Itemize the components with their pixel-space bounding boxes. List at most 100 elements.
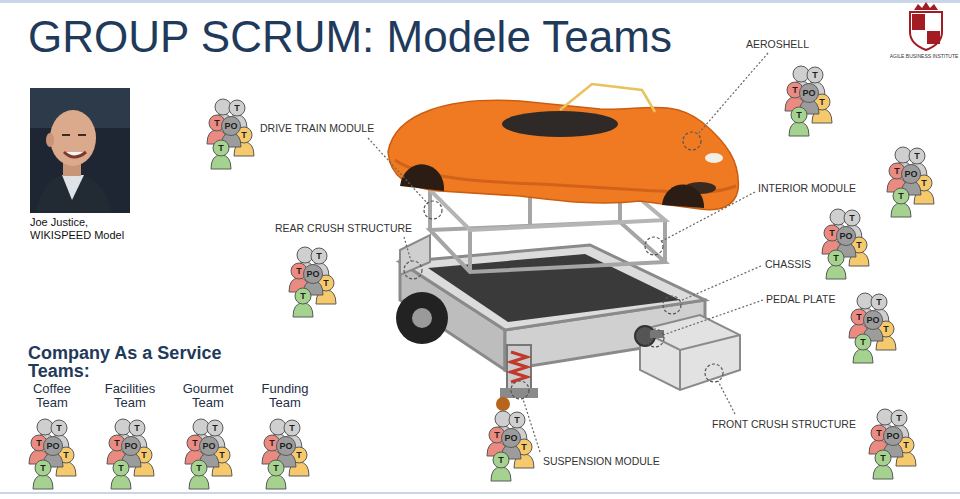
role-letter: T [212, 423, 218, 433]
windshield [560, 84, 655, 112]
team-member-icon [111, 460, 131, 489]
member-body [853, 349, 873, 363]
focus-circles [404, 132, 723, 399]
part-label: PEDAL PLATE [766, 293, 835, 306]
part-label: DRIVE TRAIN MODULE [260, 122, 374, 135]
team-member-icon [189, 460, 209, 489]
role-letter: PO [306, 269, 319, 279]
team-member-icon [853, 334, 873, 363]
pedal-plate [650, 330, 664, 338]
role-letter: T [833, 253, 839, 263]
role-letter: T [300, 291, 306, 301]
member-head [222, 117, 241, 136]
focus-circle [645, 237, 663, 255]
role-letter: T [118, 463, 124, 473]
member-head [837, 227, 856, 246]
role-letter: T [812, 70, 818, 80]
member-head [295, 288, 311, 304]
focus-circle [663, 296, 681, 314]
top-rule [0, 0, 960, 3]
photo-eyes [62, 134, 86, 136]
section-heading: Company As a Service Teams: [28, 344, 256, 380]
wheel-arch [400, 164, 444, 191]
role-letter: T [894, 166, 900, 176]
part-label: FRONT CRUSH STRUCTURE [712, 418, 856, 431]
cockpit [502, 111, 618, 137]
role-letter: PO [279, 441, 292, 451]
role-letter: T [494, 430, 500, 440]
role-letter: T [880, 453, 886, 463]
logo-crown [914, 2, 938, 10]
member-body [491, 467, 511, 481]
role-letter: PO [839, 231, 852, 241]
role-letter: T [876, 297, 882, 307]
crush-box [640, 315, 740, 390]
member-head [35, 460, 51, 476]
logo-outline [910, 12, 942, 50]
member-head [884, 427, 903, 446]
photo-jacket [36, 172, 112, 213]
member-head [855, 334, 871, 350]
member-head [268, 460, 284, 476]
member-body [293, 303, 313, 317]
suspension-spring [511, 352, 527, 382]
suspension-base [500, 388, 538, 398]
member-head [191, 460, 207, 476]
member-head [129, 420, 145, 436]
team-member-icon [789, 107, 809, 136]
aeroshell [388, 100, 738, 209]
member-head [800, 84, 819, 103]
member-head [304, 265, 323, 284]
role-letter: T [219, 450, 225, 460]
role-letter: T [192, 438, 198, 448]
role-letter: T [36, 438, 42, 448]
member-head [891, 410, 907, 426]
leader-line [718, 381, 735, 414]
member-head [229, 100, 245, 116]
role-letter: T [218, 143, 224, 153]
member-head [502, 429, 521, 448]
role-letter: T [914, 151, 920, 161]
team-name: Funding Team [253, 382, 317, 410]
wheel [396, 292, 448, 344]
role-letter: T [903, 440, 909, 450]
member-head [200, 437, 219, 456]
team-member-icon [826, 250, 846, 279]
photo-ear [46, 133, 54, 147]
role-letter: T [296, 266, 302, 276]
role-letter: PO [504, 433, 517, 443]
member-head [871, 294, 887, 310]
leader-line [368, 138, 428, 204]
part-label: REAR CRUSH STRUCTURE [275, 222, 412, 235]
leader-line [662, 192, 755, 241]
role-letter: T [56, 423, 62, 433]
role-letter: T [498, 455, 504, 465]
team-member-icon [891, 188, 911, 217]
member-head [791, 107, 807, 123]
rear-crush-box [400, 235, 430, 275]
member-head [44, 437, 63, 456]
photo-shirt [62, 175, 84, 200]
leader-line [404, 237, 411, 261]
role-letter: PO [886, 431, 899, 441]
slide-title: GROUP SCRUM: Modele Teams [28, 12, 672, 62]
part-label: AEROSHELL [746, 38, 809, 51]
team-member-icon [873, 450, 893, 479]
photo-ground [30, 88, 130, 213]
member-head [509, 412, 525, 428]
member-head [909, 148, 925, 164]
member-head [828, 250, 844, 266]
member-head [213, 140, 229, 156]
role-letter: T [214, 118, 220, 128]
logo-text: AGILE BUSINESS INSTITUTE [886, 53, 960, 59]
leader-line [663, 300, 763, 335]
member-head [493, 452, 509, 468]
role-letter: T [63, 450, 69, 460]
member-body [873, 465, 893, 479]
role-letter: PO [46, 441, 59, 451]
role-letter: T [883, 324, 889, 334]
focus-circle [424, 201, 442, 219]
role-letter: T [40, 463, 46, 473]
member-head [864, 311, 883, 330]
team-name: Coffee Team [20, 382, 84, 410]
